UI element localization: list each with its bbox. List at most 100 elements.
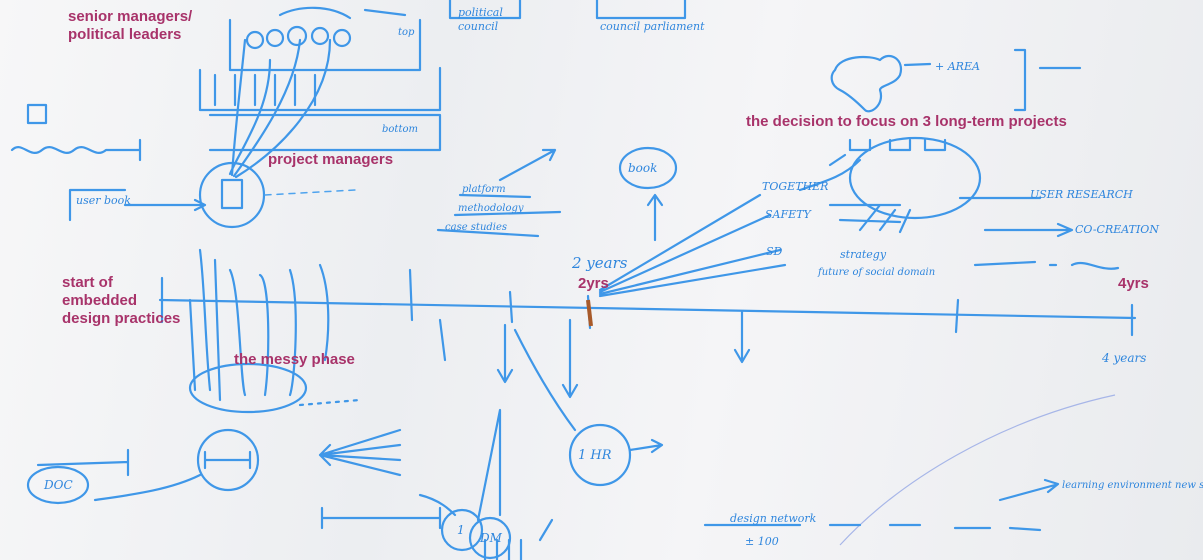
hw-area: + AREA	[935, 60, 980, 73]
note-underlines	[436, 193, 562, 238]
messy-ellipse	[188, 362, 308, 414]
hw-design-network: design network	[730, 512, 817, 525]
hw-co-creation: CO-CREATION	[1075, 223, 1159, 236]
council-box	[228, 18, 422, 72]
handoff-bar	[203, 450, 252, 470]
bottom-ticks	[483, 538, 523, 560]
hw-safety: SAFETY	[765, 208, 812, 221]
doc-ellipse	[26, 465, 90, 505]
node	[265, 28, 285, 48]
messy-scribbles	[188, 248, 330, 402]
label-project-managers: project managers	[268, 151, 394, 168]
hw-strategy: strategy	[840, 248, 887, 261]
small-arrow	[538, 518, 554, 542]
book-ellipse	[618, 146, 678, 190]
curve-to-hr	[513, 328, 577, 432]
hw-together: TOGETHER	[762, 180, 828, 193]
parliament-box	[595, 0, 687, 20]
label-messy-phase: the messy phase	[234, 351, 355, 368]
hw-learning: learning environment new skills / compet…	[1062, 480, 1203, 491]
top-arc	[278, 6, 352, 20]
handoff-circle	[196, 428, 260, 492]
hw-dm-one: 1	[457, 523, 465, 537]
wave-sketch	[10, 138, 142, 162]
hw-council-parliament: council parliament	[600, 20, 705, 33]
hw-4-years: 4 years	[1101, 351, 1146, 365]
dm-connectors	[418, 408, 502, 522]
book-arrow	[646, 193, 664, 242]
timeline-tick	[508, 290, 514, 324]
fan-arrows	[318, 428, 402, 477]
hw-dm: DM	[479, 531, 503, 545]
layer-box	[198, 66, 442, 112]
hw-top: top	[398, 27, 415, 38]
hw-sd: SD	[766, 245, 783, 258]
area-blob	[830, 54, 903, 113]
label-2yrs: 2yrs	[578, 275, 609, 292]
label-start-embedded: start of embedded design practices	[62, 274, 181, 327]
dashed-arrow	[264, 189, 356, 196]
area-arrow	[903, 62, 932, 67]
hw-future: future of social domain	[817, 267, 935, 278]
projects-arrow	[798, 153, 862, 192]
dm-circle	[468, 516, 512, 560]
hw-council: council	[458, 20, 499, 33]
faint-diagonal	[839, 394, 1116, 546]
dotted-line	[298, 398, 362, 407]
span-line	[320, 506, 442, 530]
node	[310, 26, 330, 46]
arrow	[363, 8, 407, 17]
down-arrow	[561, 318, 579, 399]
hw-platform: platform	[462, 184, 506, 195]
hw-2-years: 2 years	[571, 254, 628, 272]
hr-arrow	[628, 438, 664, 454]
up-arrow	[438, 318, 447, 362]
convergence-lines	[228, 38, 332, 179]
user-book-arrow	[123, 198, 207, 212]
timeline-axis	[158, 298, 1137, 320]
label-decision: the decision to focus on 3 long-term pro…	[746, 113, 1067, 130]
note-arrow	[498, 148, 557, 182]
orange-marker	[586, 299, 593, 327]
one-circle	[440, 508, 484, 552]
area-bracket	[1013, 48, 1027, 112]
hw-doc: DOC	[43, 478, 73, 492]
focus-box	[448, 0, 522, 20]
hw-methodology: methodology	[458, 203, 524, 214]
label-senior-managers: senior managers/ political leaders	[68, 8, 193, 43]
pm-circle	[198, 161, 266, 229]
node	[332, 28, 352, 48]
doc-arrow	[93, 473, 202, 502]
square-sketch	[26, 103, 48, 125]
hw-hr: 1 HR	[578, 448, 612, 463]
user-book-box	[68, 188, 127, 222]
fan-to-projects	[598, 193, 787, 298]
down-arrow	[496, 323, 514, 384]
bottom-box	[208, 113, 442, 152]
layer-dividers	[213, 73, 317, 107]
timeline-tick	[954, 298, 960, 334]
down-arrow	[733, 310, 751, 364]
safety-crosshatch	[828, 203, 912, 234]
future-arrow	[973, 260, 1120, 270]
hr-circle	[568, 423, 632, 487]
network-dashes	[703, 523, 1042, 532]
label-4yrs: 4yrs	[1118, 275, 1149, 292]
learning-arrow	[998, 478, 1060, 502]
hw-user-book: user book	[76, 194, 131, 207]
hw-political: political	[458, 6, 503, 19]
hw-user-research: USER RESEARCH	[1030, 188, 1133, 201]
pm-stack	[220, 178, 244, 210]
node	[286, 25, 308, 47]
three-brackets	[848, 138, 947, 152]
timeline-tick	[408, 268, 414, 322]
hw-case-studies: case studies	[445, 222, 507, 233]
hw-plus-100: ± 100	[745, 535, 779, 548]
hw-bottom: bottom	[382, 124, 418, 135]
projects-ellipse	[848, 136, 982, 220]
hw-book: book	[628, 161, 657, 175]
node	[245, 30, 265, 50]
doc-line	[36, 448, 130, 477]
cocreation-arrow	[983, 222, 1074, 238]
